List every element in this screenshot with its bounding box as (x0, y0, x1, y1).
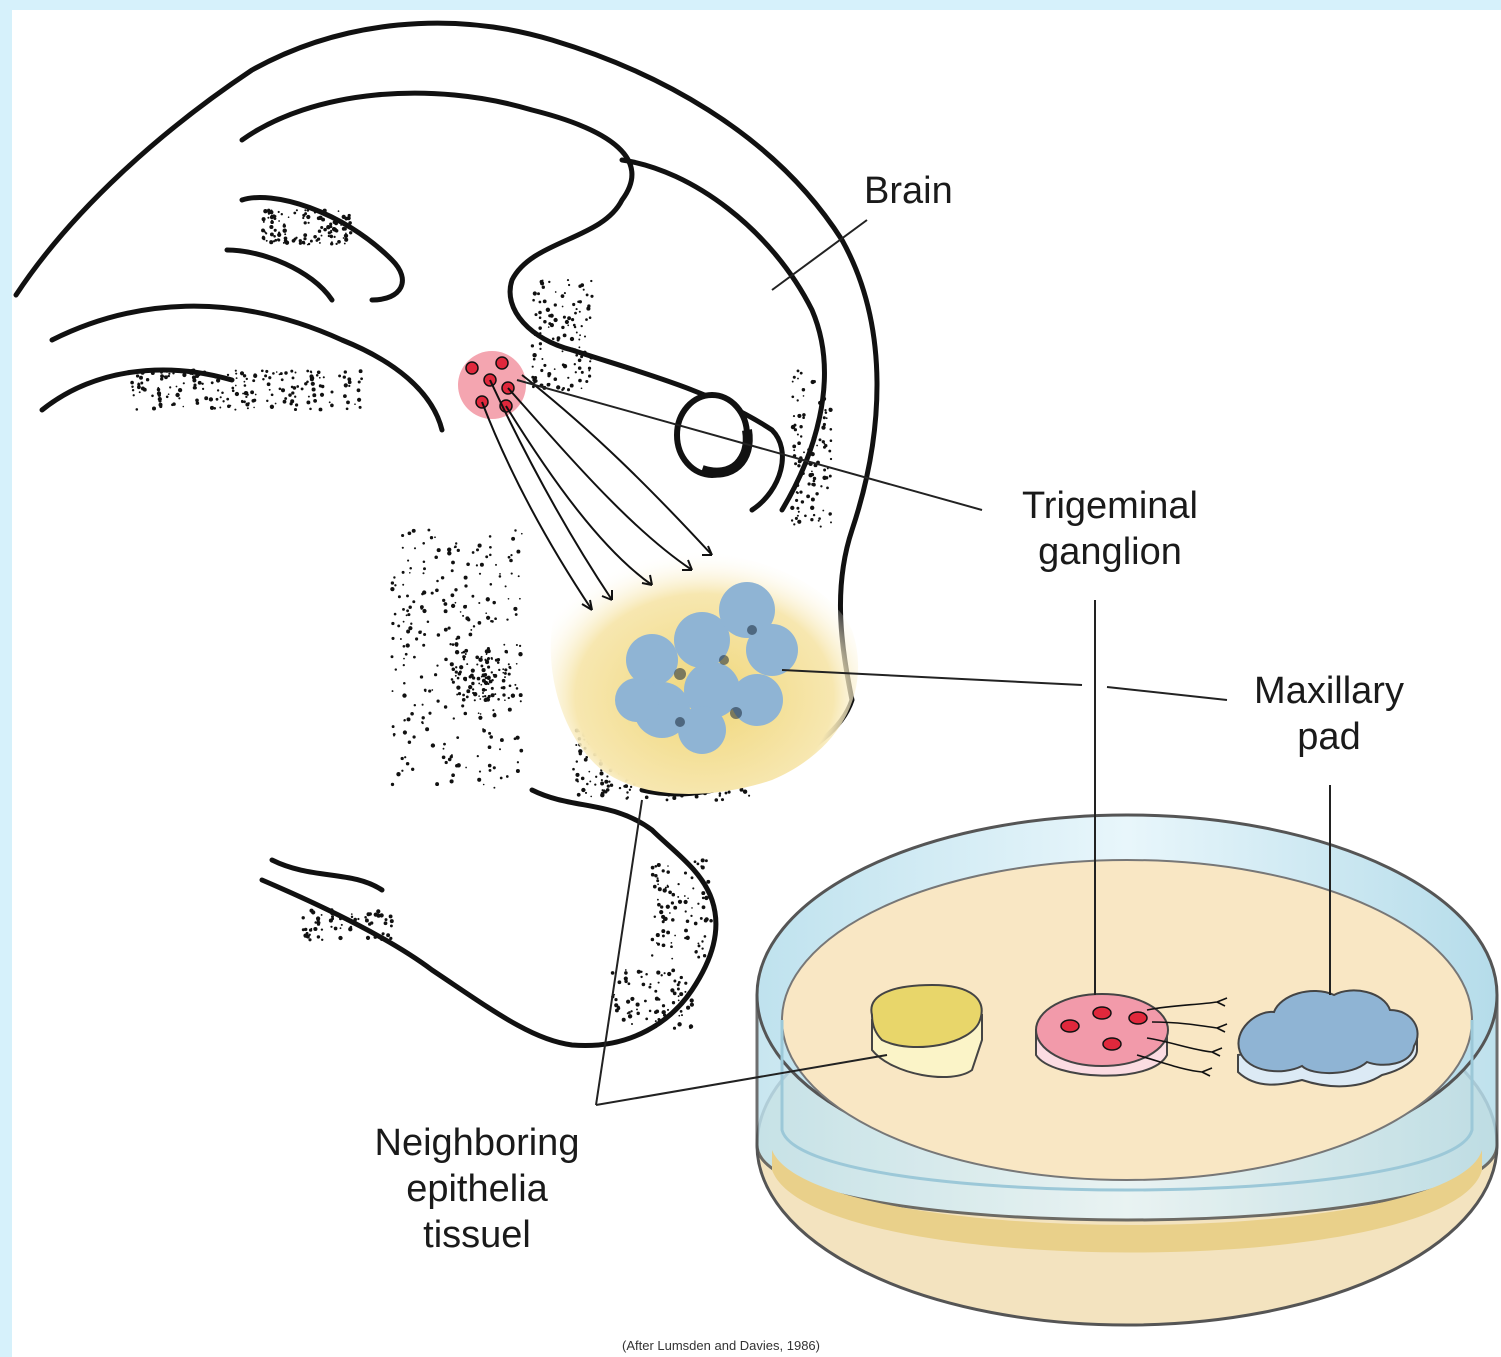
embryo-head (16, 23, 877, 1045)
label-trigeminal-ganglion: Trigeminal ganglion (990, 483, 1230, 575)
epithelia-explant (871, 985, 982, 1077)
label-brain: Brain (864, 168, 953, 214)
label-neighboring-epithelia: Neighboring epithelia tissuel (357, 1120, 597, 1258)
label-maxillary-pad: Maxillary pad (1234, 668, 1424, 760)
label-neighboring-line2: epithelia (357, 1166, 597, 1212)
label-trigeminal-line1: Trigeminal (990, 483, 1230, 529)
figure-panel: Brain Trigeminal ganglion Maxillary pad … (12, 10, 1501, 1357)
label-neighboring-line3: tissuel (357, 1212, 597, 1258)
label-maxillary-line2: pad (1234, 714, 1424, 760)
label-neighboring-line1: Neighboring (357, 1120, 597, 1166)
label-maxillary-line1: Maxillary (1234, 668, 1424, 714)
label-trigeminal-line2: ganglion (990, 529, 1230, 575)
source-caption: (After Lumsden and Davies, 1986) (622, 1338, 820, 1353)
